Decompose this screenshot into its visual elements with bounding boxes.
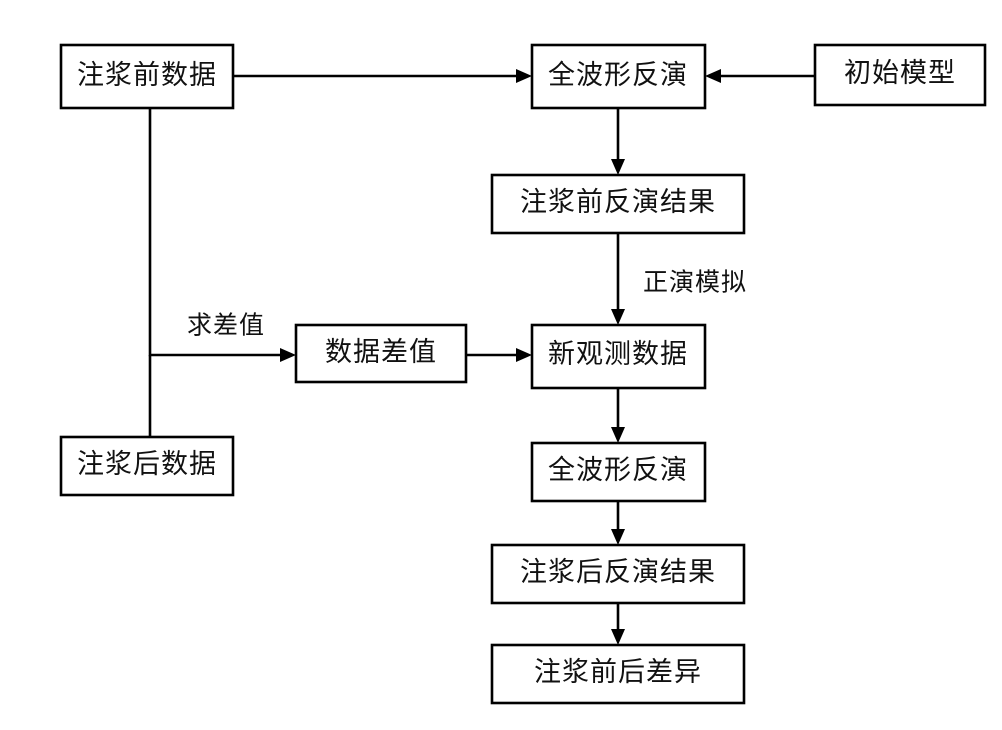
edge-initial-model-to-fwi-top [705, 69, 815, 83]
node-fwi-bottom[interactable]: 全波形反演 [530, 441, 707, 503]
node-label-pre-grout-data: 注浆前数据 [77, 60, 217, 90]
edge-pre-grout-data-to-fwi-top [233, 69, 532, 83]
node-label-post-grout-data: 注浆后数据 [77, 449, 217, 479]
node-label-fwi-bottom: 全波形反演 [548, 455, 688, 485]
node-label-fwi-top: 全波形反演 [548, 60, 688, 90]
edge-label-compute-difference: 求差值 [187, 312, 265, 340]
node-label-grout-difference: 注浆前后差异 [534, 657, 702, 687]
edge-post-grout-result-to-grout-difference [611, 603, 625, 645]
node-pre-grout-result[interactable]: 注浆前反演结果 [490, 173, 746, 235]
node-pre-grout-data[interactable]: 注浆前数据 [59, 43, 235, 110]
edge-fwi-bottom-to-post-grout-result [611, 501, 625, 545]
node-label-data-difference: 数据差值 [325, 337, 437, 367]
node-grout-difference[interactable]: 注浆前后差异 [490, 643, 746, 705]
node-post-grout-result[interactable]: 注浆后反演结果 [490, 543, 746, 605]
edge-pre-grout-result-to-new-observed-data [611, 233, 625, 325]
node-label-pre-grout-result: 注浆前反演结果 [520, 187, 716, 217]
node-post-grout-data[interactable]: 注浆后数据 [59, 435, 235, 497]
edge-new-observed-data-to-fwi-bottom [611, 388, 625, 443]
node-initial-model[interactable]: 初始模型 [813, 43, 987, 107]
edge-data-difference-to-new-observed-data [466, 348, 532, 362]
node-label-initial-model: 初始模型 [844, 58, 956, 88]
node-label-post-grout-result: 注浆后反演结果 [520, 557, 716, 587]
node-fwi-top[interactable]: 全波形反演 [530, 43, 707, 110]
node-label-new-observed-data: 新观测数据 [548, 339, 688, 369]
node-data-difference[interactable]: 数据差值 [294, 323, 468, 384]
node-new-observed-data[interactable]: 新观测数据 [530, 323, 707, 390]
edge-label-forward-modeling: 正演模拟 [643, 269, 747, 297]
edge-fwi-top-to-pre-grout-result [611, 108, 625, 175]
